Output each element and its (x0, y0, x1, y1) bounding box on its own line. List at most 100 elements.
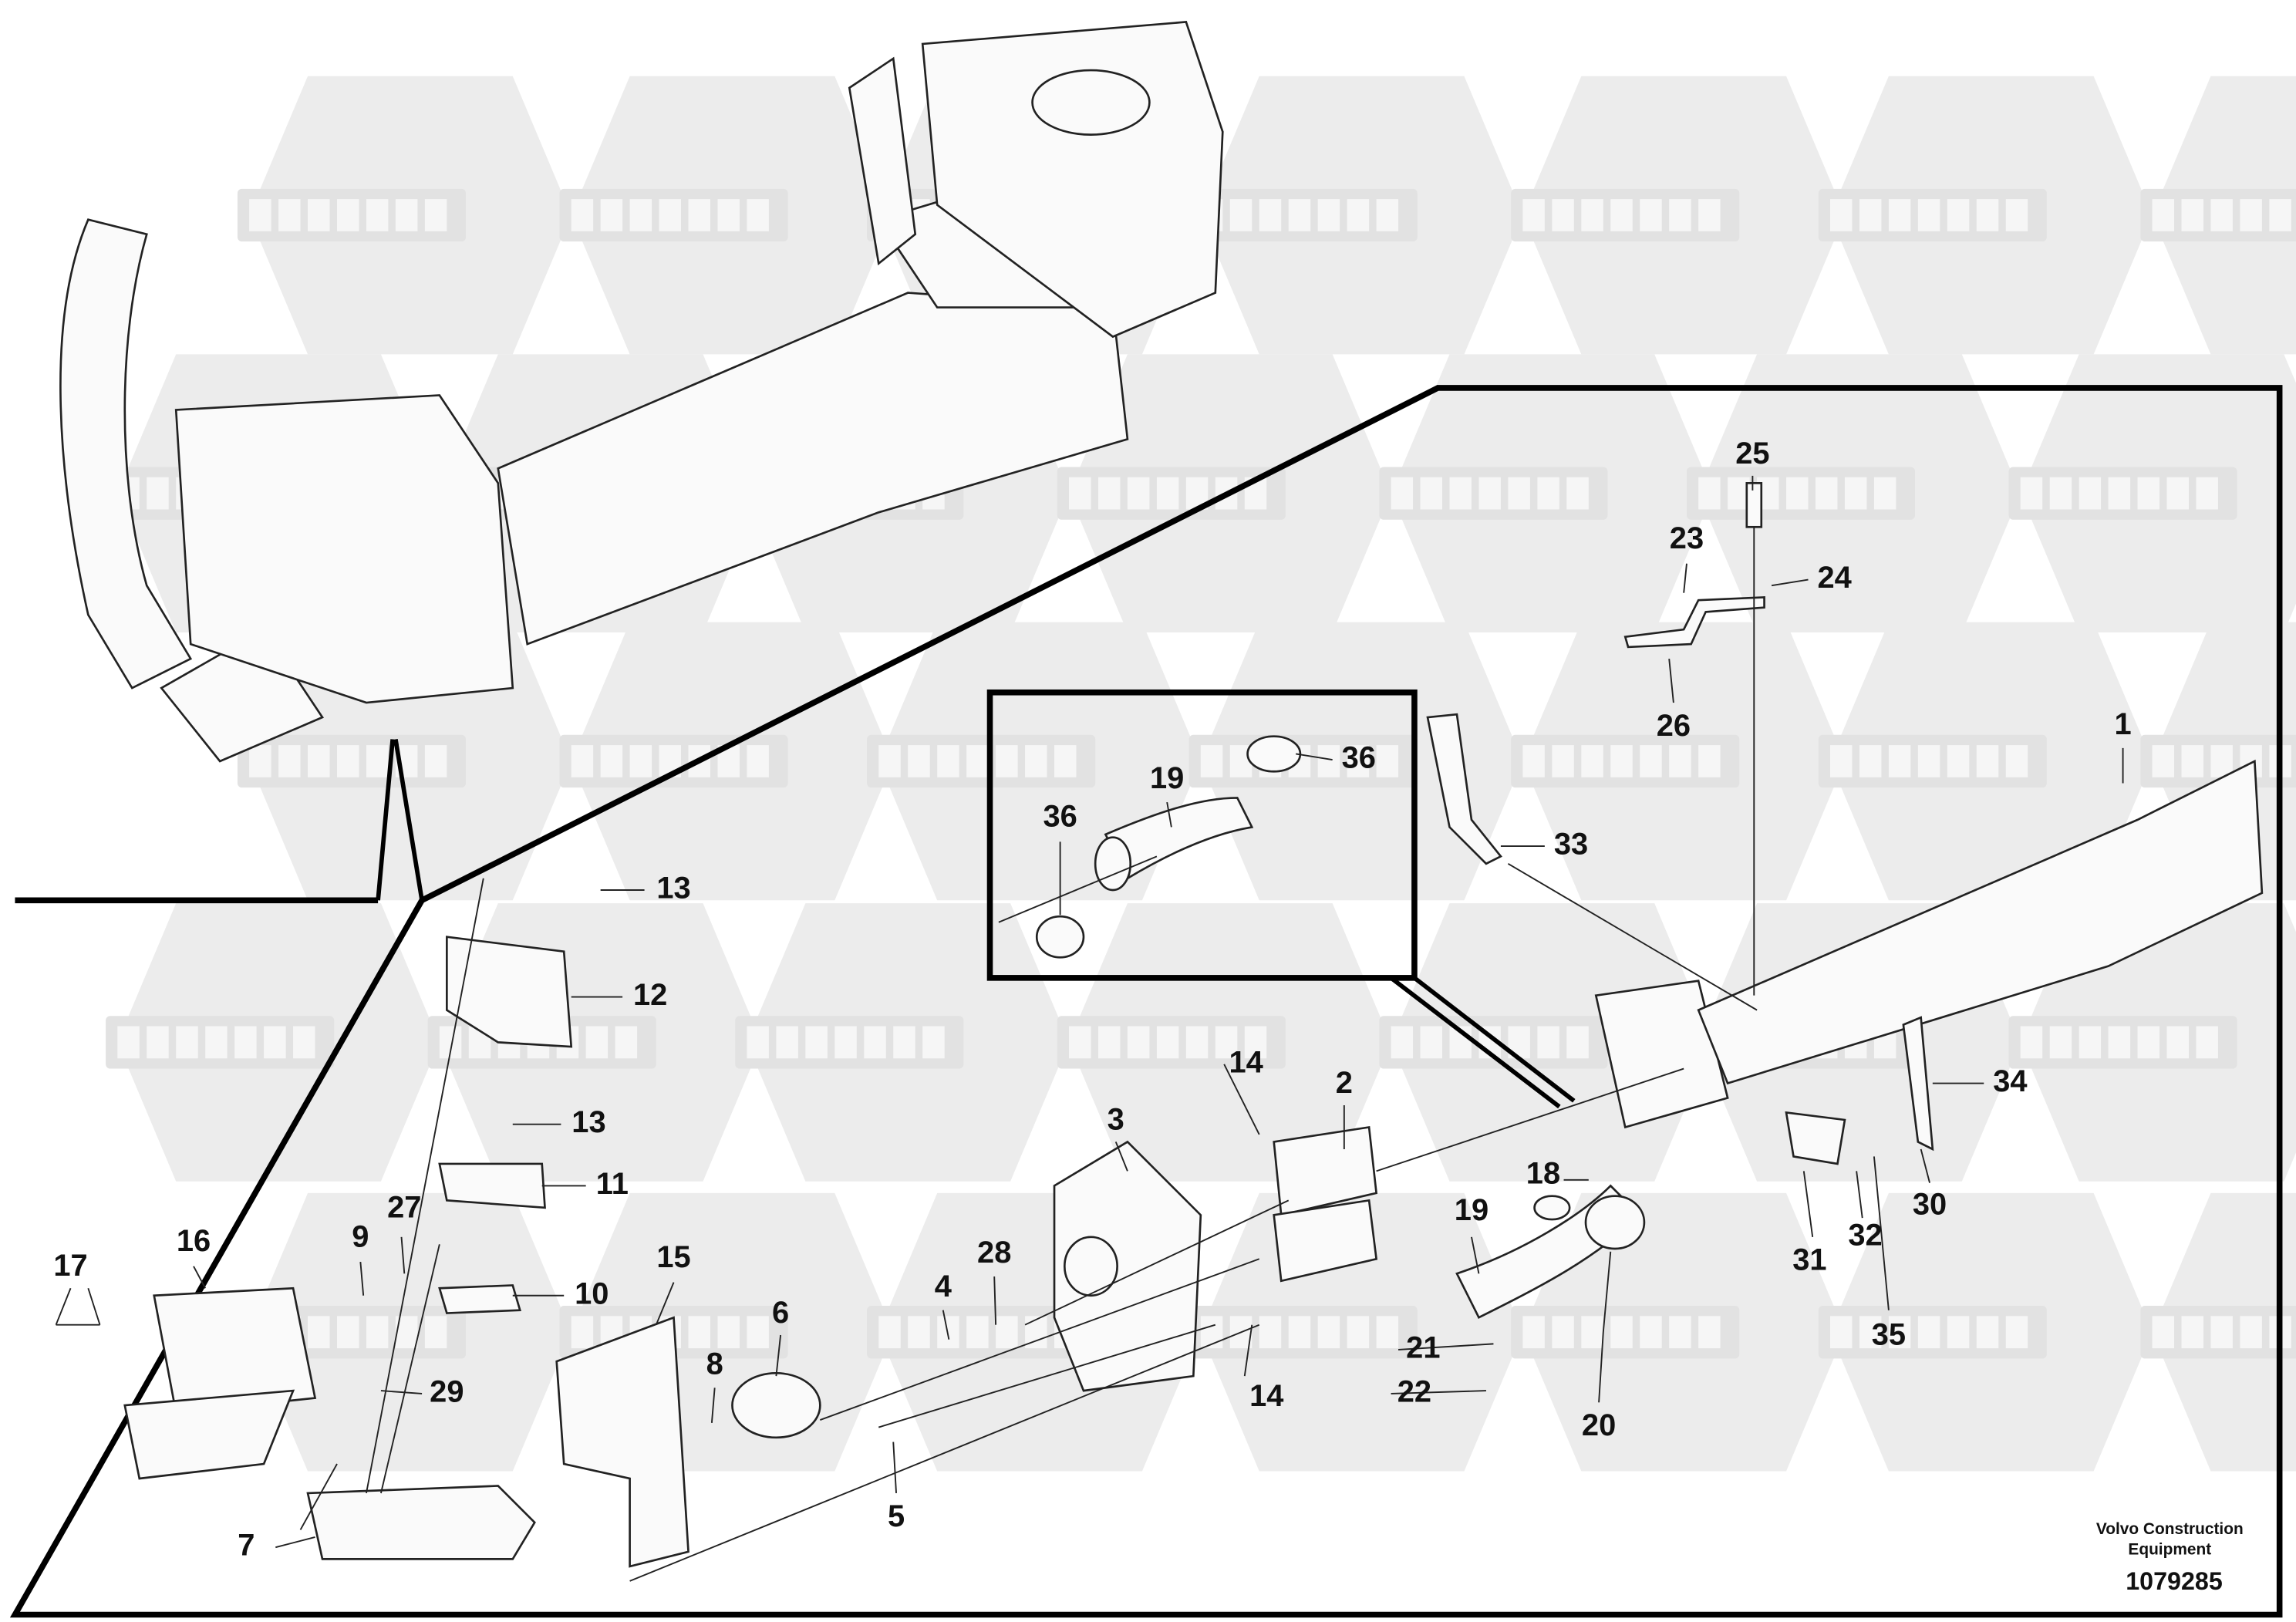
watermark-letter-shape (1947, 1316, 1970, 1349)
watermark-letter-shape (717, 1316, 740, 1349)
watermark-letter-shape (1420, 1026, 1443, 1059)
callout-1: 1 (2114, 707, 2131, 741)
callout-10: 10 (575, 1276, 609, 1310)
footer-manufacturer-line2: Equipment (2128, 1541, 2211, 1559)
watermark-letter-shape (2152, 745, 2175, 777)
watermark-letter-shape (1522, 1316, 1545, 1349)
watermark-letter-shape (2210, 745, 2233, 777)
detail-frame (9, 385, 2283, 1618)
callout-labels: 13 12 13 11 14 2 3 16 17 9 27 10 15 28 6… (53, 437, 2131, 1563)
watermark-letter-shape (2049, 1026, 2072, 1059)
watermark-letter-shape (600, 745, 623, 777)
callout-14a: 14 (1229, 1045, 1263, 1079)
watermark-letter-shape (1185, 1026, 1209, 1059)
watermark-letter-shape (571, 745, 594, 777)
callout-17: 17 (53, 1249, 87, 1283)
watermark-letter-shape (2079, 1026, 2102, 1059)
callout-32: 32 (1848, 1218, 1882, 1252)
callout-8: 8 (706, 1347, 723, 1381)
watermark-letter-shape (966, 745, 989, 777)
watermark-letter-shape (1229, 199, 1253, 231)
callout-33: 33 (1554, 828, 1588, 862)
watermark-letter-shape (688, 1316, 710, 1349)
watermark-letter-shape (2137, 477, 2160, 510)
watermark-letter-shape (1449, 477, 1472, 510)
pointer-lines (376, 739, 424, 901)
callout-18: 18 (1526, 1157, 1560, 1191)
callout-21: 21 (1406, 1331, 1440, 1365)
watermark-letter-shape (1859, 199, 1882, 231)
watermark-letter-shape (1317, 1316, 1340, 1349)
watermark-letter-shape (117, 1026, 140, 1059)
watermark-letter-shape (864, 1026, 886, 1059)
watermark-letter-shape (1669, 745, 1691, 777)
watermark-letter-shape (366, 1316, 389, 1349)
watermark-letter-shape (996, 1316, 1018, 1349)
watermark-letter-shape (2240, 1316, 2262, 1349)
watermark-letter-shape (1640, 745, 1662, 777)
callout-30: 30 (1913, 1187, 1947, 1221)
watermark-letter-shape (629, 745, 652, 777)
watermark-letter-shape (1522, 199, 1545, 231)
callout-3: 3 (1108, 1102, 1124, 1136)
watermark-letter-shape (1097, 477, 1121, 510)
watermark-letter-shape (2152, 199, 2175, 231)
callout-11: 11 (596, 1167, 629, 1201)
watermark-letter-shape (293, 1026, 315, 1059)
watermark-letter-shape (1156, 477, 1179, 510)
watermark-letter-shape (1097, 1026, 1121, 1059)
watermark-letter-shape (615, 1026, 638, 1059)
watermark-letter-shape (308, 745, 330, 777)
callout-4: 4 (935, 1270, 952, 1303)
callout-12: 12 (633, 978, 667, 1012)
callout-36a: 36 (1342, 741, 1376, 775)
watermark-letter-shape (1829, 745, 1853, 777)
watermark-letter-shape (1552, 1316, 1574, 1349)
watermark-letter-shape (1873, 477, 1896, 510)
watermark-letter-shape (424, 745, 447, 777)
watermark-letter-shape (1888, 199, 1911, 231)
watermark-letter-shape (1976, 745, 1999, 777)
watermark-letter-shape (1478, 477, 1501, 510)
callout-34: 34 (1993, 1064, 2027, 1098)
watermark-letter-shape (1947, 199, 1970, 231)
callout-28: 28 (977, 1236, 1011, 1270)
watermark-letter-shape (278, 199, 301, 231)
watermark-letter-shape (1947, 745, 1970, 777)
callout-35: 35 (1872, 1317, 1906, 1351)
watermark-letter-shape (337, 1316, 359, 1349)
watermark-letter-shape (571, 199, 594, 231)
watermark-letter-shape (1376, 745, 1399, 777)
watermark-letter-shape (1537, 477, 1559, 510)
watermark-letter-shape (1698, 199, 1721, 231)
watermark-letter-shape (1610, 199, 1633, 231)
watermark-letter-shape (1859, 745, 1882, 777)
watermark-letter-shape (337, 745, 359, 777)
callout-15: 15 (656, 1240, 690, 1274)
watermark-letter-shape (249, 199, 271, 231)
callout-20: 20 (1582, 1408, 1616, 1442)
watermark-letter-shape (2079, 477, 2102, 510)
watermark-letter-shape (908, 745, 930, 777)
watermark-letter-shape (1859, 1316, 1882, 1349)
inset-pointer (1389, 976, 1576, 1109)
watermark-letter-shape (688, 199, 710, 231)
watermark-letter-shape (966, 1316, 989, 1349)
watermark-letter-shape (1566, 1026, 1589, 1059)
watermark-letter-shape (424, 1316, 447, 1349)
watermark-letter-shape (176, 1026, 198, 1059)
watermark-letter-shape (1669, 1316, 1691, 1349)
watermark-letter-shape (1522, 745, 1545, 777)
watermark-letter-shape (249, 745, 271, 777)
watermark-letter-shape (1288, 199, 1311, 231)
watermark-letter-shape (1420, 477, 1443, 510)
watermark-letter-shape (1917, 745, 1940, 777)
watermark-letter-shape (2020, 477, 2043, 510)
watermark-letter-shape (1829, 199, 1853, 231)
watermark-letter-shape (1640, 199, 1662, 231)
watermark-letter-shape (937, 745, 959, 777)
callout-16: 16 (177, 1224, 211, 1258)
watermark-letter-shape (1698, 477, 1721, 510)
watermark-letter-shape (1698, 745, 1721, 777)
watermark-letter-shape (2108, 477, 2131, 510)
